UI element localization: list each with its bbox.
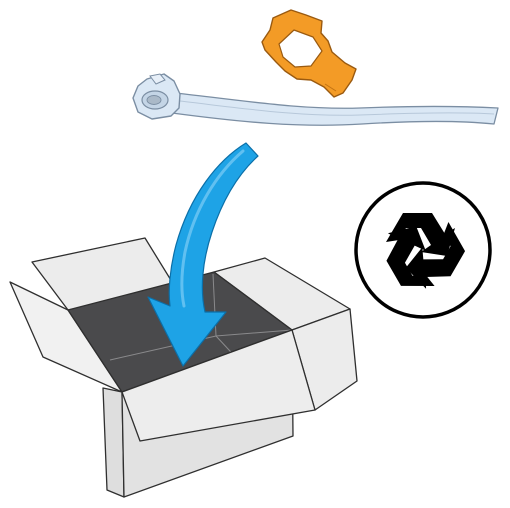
recycle-icon: [356, 183, 490, 317]
orange-clip: [262, 10, 356, 97]
